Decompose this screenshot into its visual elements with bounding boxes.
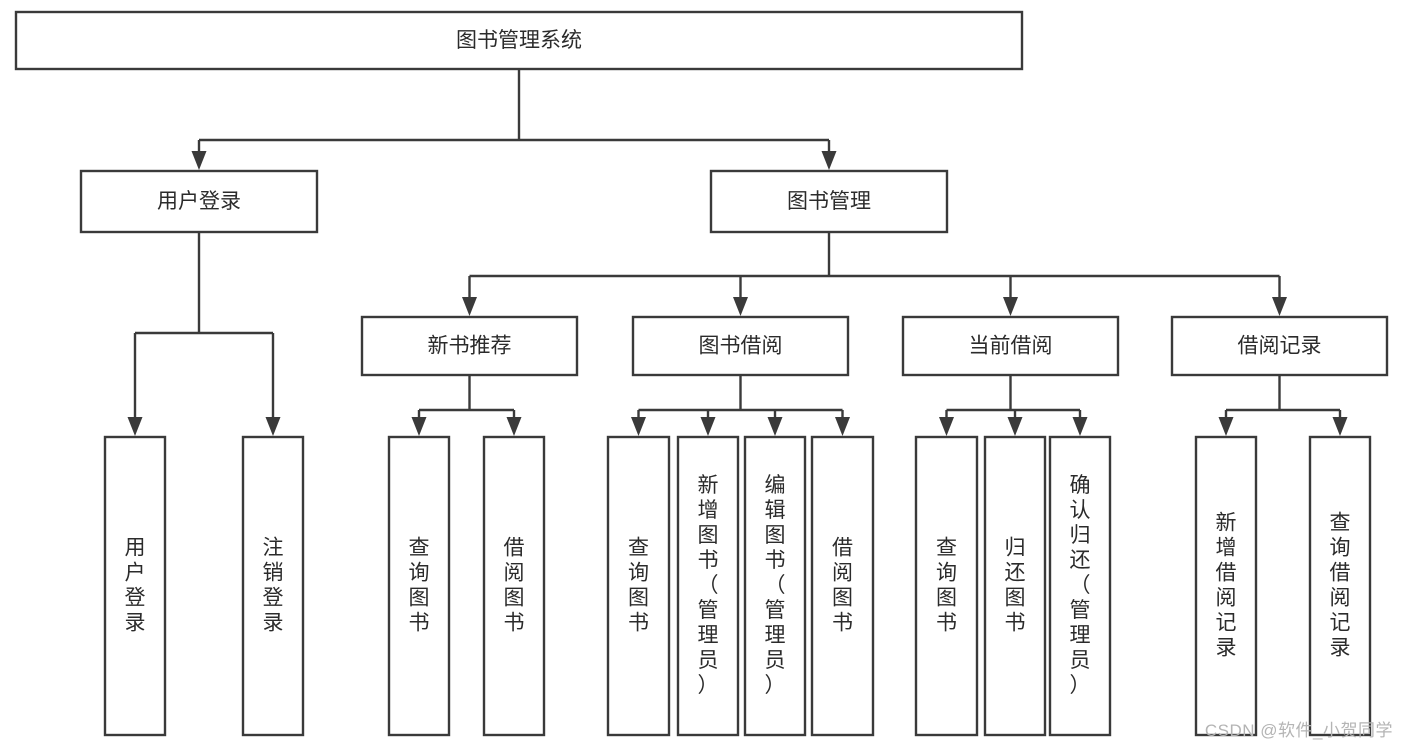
node-box-user-login xyxy=(79,169,319,234)
node-label-borrow-record: 借阅记录 xyxy=(1238,335,1322,358)
node-leaf-borrow-book-2[interactable]: 借阅图书 xyxy=(810,435,875,737)
node-box-borrow-record xyxy=(1170,315,1389,377)
arrow-current-borrow-leaf-return-book xyxy=(1007,417,1023,436)
arrow-root-book-manage xyxy=(821,151,837,170)
arrow-book-manage-borrow-record xyxy=(1272,297,1287,316)
node-box-leaf-edit-book xyxy=(743,435,807,737)
arrow-book-borrow-leaf-add-book xyxy=(700,417,716,436)
node-leaf-edit-book[interactable]: 编辑图书（管理员） xyxy=(743,435,807,737)
connectors-layer xyxy=(127,69,1348,436)
node-root[interactable]: 图书管理系统 xyxy=(14,10,1024,71)
nodes-layer: 图书管理系统用户登录图书管理新书推荐图书借阅当前借阅借阅记录用户登录注销登录查询… xyxy=(14,10,1389,737)
node-label-new-book-rec: 新书推荐 xyxy=(428,335,512,358)
node-book-borrow[interactable]: 图书借阅 xyxy=(631,315,850,377)
node-label-leaf-edit-book: 编辑图书（管理员） xyxy=(765,474,786,697)
node-user-login[interactable]: 用户登录 xyxy=(79,169,319,234)
node-box-leaf-add-book xyxy=(676,435,740,737)
node-box-leaf-borrow-book-2 xyxy=(810,435,875,737)
node-leaf-query-book-1[interactable]: 查询图书 xyxy=(387,435,451,737)
arrow-current-borrow-leaf-query-book-3 xyxy=(939,417,954,436)
node-book-manage[interactable]: 图书管理 xyxy=(709,169,949,234)
node-label-leaf-query-record: 查询借阅记录 xyxy=(1330,511,1351,659)
node-box-leaf-query-book-3 xyxy=(914,435,979,737)
node-box-current-borrow xyxy=(901,315,1120,377)
node-box-leaf-user-logout xyxy=(241,435,305,737)
arrow-book-manage-book-borrow xyxy=(733,297,748,316)
node-label-leaf-confirm-return: 确认归还（管理员） xyxy=(1070,474,1091,697)
node-box-leaf-borrow-book-1 xyxy=(482,435,546,737)
arrow-book-borrow-leaf-query-book-2 xyxy=(631,417,646,436)
node-label-root: 图书管理系统 xyxy=(456,29,582,52)
arrow-new-book-rec-leaf-query-book-1 xyxy=(411,417,427,436)
node-label-leaf-user-logout: 注销登录 xyxy=(263,536,284,634)
node-leaf-add-record[interactable]: 新增借阅记录 xyxy=(1194,435,1258,737)
node-label-leaf-borrow-book-1: 借阅图书 xyxy=(504,536,525,634)
node-leaf-query-record[interactable]: 查询借阅记录 xyxy=(1308,435,1372,737)
node-box-leaf-add-record xyxy=(1194,435,1258,737)
node-box-book-manage xyxy=(709,169,949,234)
arrow-new-book-rec-leaf-borrow-book-1 xyxy=(506,417,522,436)
node-leaf-user-logout[interactable]: 注销登录 xyxy=(241,435,305,737)
node-leaf-query-book-3[interactable]: 查询图书 xyxy=(914,435,979,737)
arrow-book-manage-current-borrow xyxy=(1003,297,1018,316)
arrow-user-login-leaf-user-login xyxy=(127,417,143,436)
node-label-leaf-query-book-3: 查询图书 xyxy=(936,536,957,634)
node-leaf-user-login[interactable]: 用户登录 xyxy=(103,435,167,737)
node-label-leaf-query-book-1: 查询图书 xyxy=(409,536,430,634)
node-leaf-borrow-book-1[interactable]: 借阅图书 xyxy=(482,435,546,737)
node-label-leaf-user-login: 用户登录 xyxy=(125,536,146,634)
node-label-current-borrow: 当前借阅 xyxy=(969,335,1053,358)
node-label-user-login: 用户登录 xyxy=(157,190,241,213)
arrow-book-manage-new-book-rec xyxy=(462,297,477,316)
node-box-leaf-query-book-1 xyxy=(387,435,451,737)
node-new-book-rec[interactable]: 新书推荐 xyxy=(360,315,579,377)
node-box-leaf-query-record xyxy=(1308,435,1372,737)
node-box-book-borrow xyxy=(631,315,850,377)
node-leaf-confirm-return[interactable]: 确认归还（管理员） xyxy=(1048,435,1112,737)
node-box-new-book-rec xyxy=(360,315,579,377)
arrow-current-borrow-leaf-confirm-return xyxy=(1072,417,1088,436)
node-leaf-add-book[interactable]: 新增图书（管理员） xyxy=(676,435,740,737)
node-label-book-manage: 图书管理 xyxy=(787,190,871,213)
node-label-leaf-borrow-book-2: 借阅图书 xyxy=(832,536,853,634)
arrow-borrow-record-leaf-add-record xyxy=(1218,417,1234,436)
node-box-leaf-confirm-return xyxy=(1048,435,1112,737)
arrow-book-borrow-leaf-borrow-book-2 xyxy=(835,417,850,436)
arrow-root-user-login xyxy=(191,151,207,170)
arrow-borrow-record-leaf-query-record xyxy=(1332,417,1348,436)
node-box-root xyxy=(14,10,1024,71)
node-label-leaf-return-book: 归还图书 xyxy=(1005,536,1026,634)
node-borrow-record[interactable]: 借阅记录 xyxy=(1170,315,1389,377)
arrow-user-login-leaf-user-logout xyxy=(265,417,281,436)
node-box-leaf-return-book xyxy=(983,435,1047,737)
node-label-leaf-add-record: 新增借阅记录 xyxy=(1216,511,1237,659)
arrow-book-borrow-leaf-edit-book xyxy=(767,417,783,436)
node-label-leaf-add-book: 新增图书（管理员） xyxy=(698,474,719,697)
node-leaf-query-book-2[interactable]: 查询图书 xyxy=(606,435,671,737)
node-leaf-return-book[interactable]: 归还图书 xyxy=(983,435,1047,737)
node-current-borrow[interactable]: 当前借阅 xyxy=(901,315,1120,377)
node-box-leaf-user-login xyxy=(103,435,167,737)
node-label-book-borrow: 图书借阅 xyxy=(699,335,783,358)
node-box-leaf-query-book-2 xyxy=(606,435,671,737)
node-label-leaf-query-book-2: 查询图书 xyxy=(628,536,649,634)
